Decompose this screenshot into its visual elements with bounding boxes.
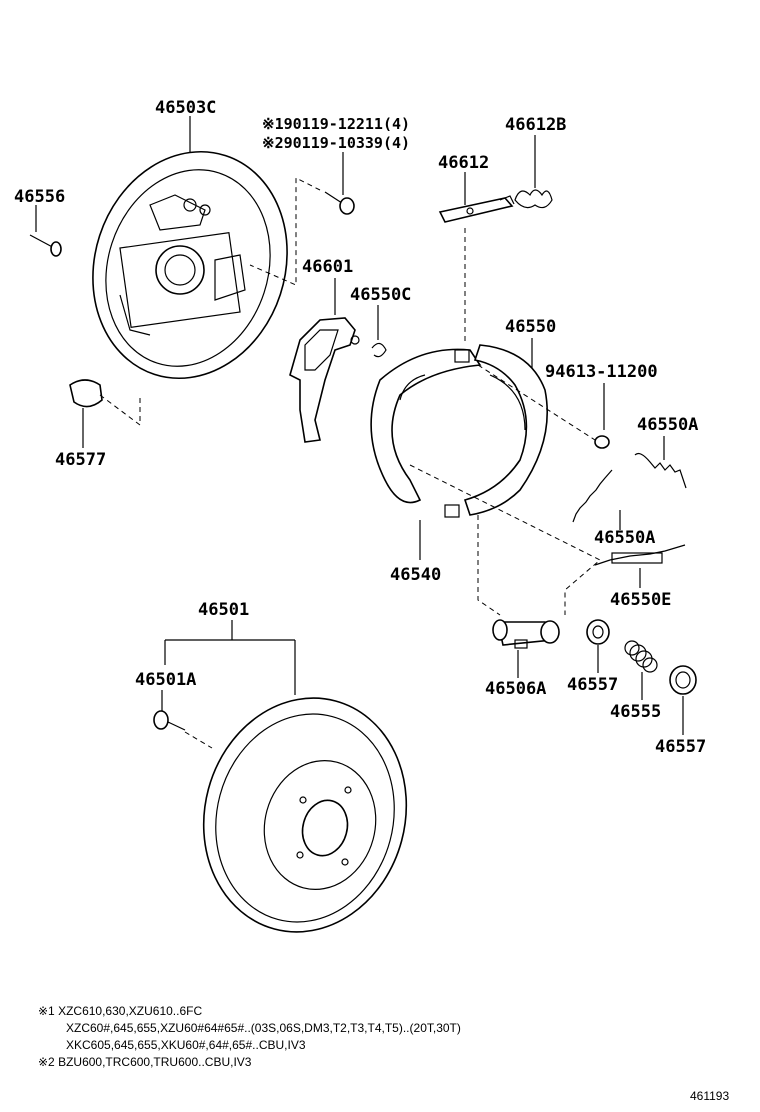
- cup-46557-b[interactable]: [669, 665, 697, 695]
- label-46550a-mid: 46550A: [594, 528, 655, 548]
- label-46577: 46577: [55, 450, 106, 470]
- brake-shoe-46550[interactable]: [370, 344, 548, 518]
- label-46556: 46556: [14, 187, 65, 207]
- note1-line3: XKC605,645,655,XKU60#,64#,65#..CBU,IV3: [66, 1038, 306, 1052]
- label-46501a: 46501A: [135, 670, 196, 690]
- clip-46612b[interactable]: [514, 189, 553, 209]
- figure-number: 461193: [690, 1089, 729, 1103]
- label-46555: 46555: [610, 702, 661, 722]
- label-46601: 46601: [302, 257, 353, 277]
- wheel-cylinder-46506a[interactable]: [492, 619, 560, 649]
- spring-46550e[interactable]: [594, 544, 686, 566]
- label-46550: 46550: [505, 317, 556, 337]
- spring-46550a-mid[interactable]: [572, 469, 613, 523]
- spring-46555[interactable]: [624, 640, 658, 673]
- label-46506a: 46506A: [485, 679, 546, 699]
- backing-plate[interactable]: [64, 126, 316, 403]
- label-46550a-top: 46550A: [637, 415, 698, 435]
- label-46540: 46540: [390, 565, 441, 585]
- lever-46601[interactable]: [289, 317, 360, 443]
- label-46557-a: 46557: [567, 675, 618, 695]
- bolt-46556[interactable]: [29, 234, 62, 257]
- note1-line2: XZC60#,645,655,XZU60#64#65#..(03S,06S,DM…: [66, 1021, 461, 1035]
- note1-line1: ※1 XZC610,630,XZU610..6FC: [38, 1004, 202, 1018]
- clip-46550c[interactable]: [371, 342, 387, 358]
- label-46612b: 46612B: [505, 115, 566, 135]
- label-46501: 46501: [198, 600, 249, 620]
- label-46612: 46612: [438, 153, 489, 173]
- label-bolt-note1: ※190119-12211(4): [262, 115, 410, 133]
- note2-line1: ※2 BZU600,TRC600,TRU600..CBU,IV3: [38, 1055, 252, 1069]
- bolt-46501a[interactable]: [153, 710, 186, 731]
- label-46550e: 46550E: [610, 590, 671, 610]
- strut-46612[interactable]: [438, 195, 515, 223]
- plug-46577[interactable]: [69, 379, 103, 408]
- label-94613-11200: 94613-11200: [545, 362, 658, 382]
- spring-46550a-top[interactable]: [634, 452, 687, 489]
- label-46503c: 46503C: [155, 98, 216, 118]
- footnotes: ※1 XZC610,630,XZU610..6FC XZC60#,645,655…: [38, 1004, 461, 1069]
- label-46557-b: 46557: [655, 737, 706, 757]
- washer-94613[interactable]: [594, 435, 610, 449]
- label-bolt-note2: ※290119-10339(4): [262, 134, 410, 152]
- brake-drum-46501[interactable]: [178, 675, 432, 955]
- cup-46557-a[interactable]: [586, 619, 610, 645]
- bolt-90119[interactable]: [324, 191, 355, 215]
- label-46550c: 46550C: [350, 285, 411, 305]
